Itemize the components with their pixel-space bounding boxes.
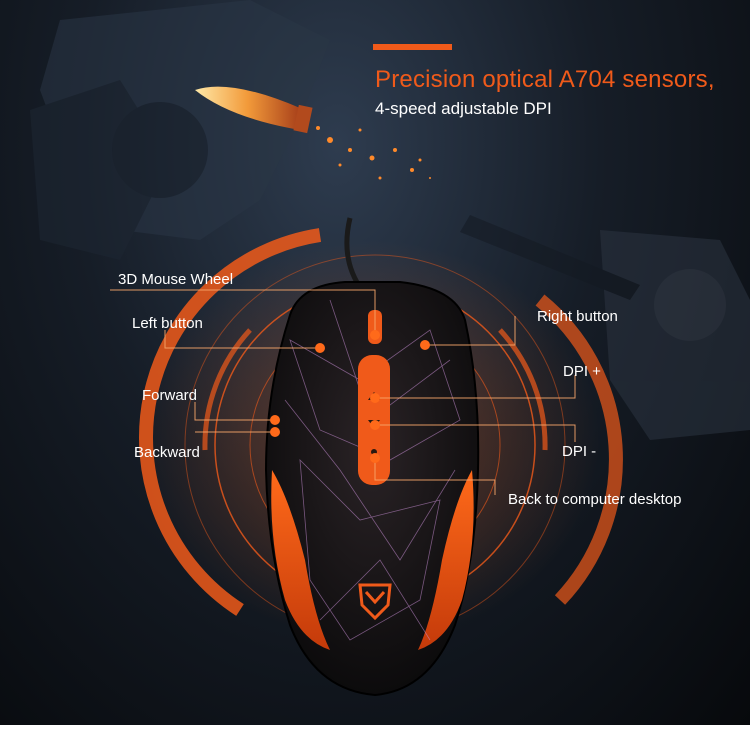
- soldier-silhouette: [460, 215, 750, 440]
- headline-subtitle: 4-speed adjustable DPI: [375, 99, 552, 118]
- label-dpi-minus: DPI -: [562, 443, 597, 460]
- illustration: [30, 0, 750, 697]
- label-forward: Forward: [142, 387, 198, 404]
- callout-lines: [110, 289, 576, 495]
- warrior-silhouette: [30, 0, 330, 260]
- gaming-mouse: [264, 281, 480, 697]
- bullet-icon: [195, 86, 313, 134]
- label-right-button: Right button: [537, 308, 618, 325]
- spark-burst: [316, 126, 431, 180]
- meetion-shield-logo-icon: [358, 583, 392, 621]
- dark-background-panel: Precision optical A704 sensors, 4-speed …: [0, 0, 750, 725]
- right-orange-grip: [418, 470, 474, 650]
- headline-title: Precision optical A704 sensors,: [375, 66, 715, 93]
- label-3d-mouse-wheel: 3D Mouse Wheel: [118, 271, 234, 288]
- bottom-white-margin: [0, 725, 750, 750]
- label-dpi-plus: DPI +: [563, 363, 601, 380]
- callout-dots: [270, 330, 430, 463]
- headline-accent-bar: [373, 44, 452, 50]
- label-left-button: Left button: [132, 315, 203, 332]
- left-orange-grip: [271, 470, 330, 650]
- label-backward: Backward: [134, 444, 200, 461]
- label-back-to-desktop: Back to computer desktop: [508, 491, 682, 508]
